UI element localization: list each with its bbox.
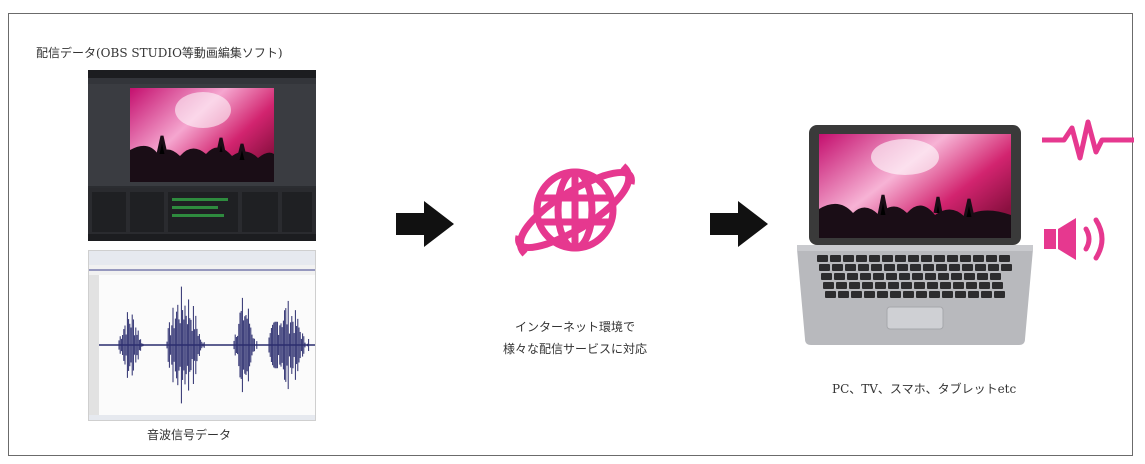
keyboard-key	[897, 264, 908, 271]
keyboard-key	[851, 291, 862, 298]
keyboard-key	[910, 264, 921, 271]
obs-studio-screenshot	[88, 70, 316, 241]
keyboard-key	[912, 273, 923, 280]
network-caption-line2: 様々な配信サービスに対応	[502, 342, 647, 356]
network-caption-line1: インターネット環境で	[514, 320, 635, 334]
keyboard-key	[877, 291, 888, 298]
right-arrow-icon	[396, 201, 454, 247]
keyboard-key	[964, 273, 975, 280]
keyboard-key	[977, 273, 988, 280]
keyboard-key	[843, 255, 854, 262]
globe-icon	[515, 163, 635, 257]
keyboard-key	[858, 264, 869, 271]
keyboard-key	[873, 273, 884, 280]
keyboard-key	[817, 255, 828, 262]
keyboard-key	[929, 291, 940, 298]
keyboard-key	[834, 273, 845, 280]
keyboard-key	[1001, 264, 1012, 271]
keyboard-key	[823, 282, 834, 289]
keyboard-key	[973, 255, 984, 262]
right-arrow-icon	[710, 201, 768, 247]
keyboard-key	[934, 255, 945, 262]
keyboard-key	[966, 282, 977, 289]
keyboard-key	[951, 273, 962, 280]
keyboard-key	[925, 273, 936, 280]
keyboard-key	[825, 291, 836, 298]
keyboard-key	[864, 291, 875, 298]
keyboard-key	[849, 282, 860, 289]
keyboard-keys	[817, 255, 1012, 298]
keyboard-key	[992, 282, 1003, 289]
speaker-icon	[1044, 217, 1105, 261]
keyboard-key	[938, 273, 949, 280]
diagram-frame	[8, 13, 1133, 456]
keyboard-key	[994, 291, 1005, 298]
keyboard-key	[860, 273, 871, 280]
keyboard-key	[886, 273, 897, 280]
keyboard-key	[927, 282, 938, 289]
audio-waveform-screenshot	[88, 250, 316, 421]
devices-label: PC、TV、スマホ、タブレットetc	[832, 382, 1017, 396]
keyboard-key	[986, 255, 997, 262]
keyboard-key	[875, 282, 886, 289]
keyboard-key	[901, 282, 912, 289]
keyboard-key	[869, 255, 880, 262]
keyboard-key	[914, 282, 925, 289]
keyboard-key	[890, 291, 901, 298]
obs-title: 配信データ(OBS STUDIO等動画編集ソフト)	[36, 46, 283, 60]
keyboard-key	[882, 255, 893, 262]
keyboard-key	[953, 282, 964, 289]
keyboard-key	[871, 264, 882, 271]
keyboard-key	[975, 264, 986, 271]
keyboard-key	[845, 264, 856, 271]
keyboard-key	[999, 255, 1010, 262]
keyboard-key	[819, 264, 830, 271]
keyboard-key	[916, 291, 927, 298]
keyboard-key	[903, 291, 914, 298]
keyboard-key	[979, 282, 990, 289]
waveform-illustration	[89, 251, 315, 420]
sound-wave-icon	[1042, 119, 1134, 161]
keyboard-key	[899, 273, 910, 280]
network-caption: インターネット環境で 様々な配信サービスに対応	[485, 316, 665, 360]
keyboard-key	[940, 282, 951, 289]
keyboard-key	[838, 291, 849, 298]
keyboard-key	[836, 282, 847, 289]
keyboard-key	[908, 255, 919, 262]
keyboard-key	[988, 264, 999, 271]
keyboard-key	[888, 282, 899, 289]
keyboard-key	[923, 264, 934, 271]
keyboard-key	[821, 273, 832, 280]
keyboard-key	[949, 264, 960, 271]
keyboard-key	[921, 255, 932, 262]
laptop-icon	[797, 125, 1033, 345]
keyboard-key	[847, 273, 858, 280]
keyboard-key	[830, 255, 841, 262]
audio-label: 音波信号データ	[147, 428, 232, 442]
keyboard-key	[832, 264, 843, 271]
keyboard-key	[942, 291, 953, 298]
obs-window-illustration	[88, 70, 316, 241]
keyboard-key	[895, 255, 906, 262]
keyboard-key	[955, 291, 966, 298]
keyboard-key	[981, 291, 992, 298]
waveform-bursts	[118, 286, 310, 404]
keyboard-key	[968, 291, 979, 298]
keyboard-key	[962, 264, 973, 271]
keyboard-key	[960, 255, 971, 262]
keyboard-key	[990, 273, 1001, 280]
keyboard-key	[856, 255, 867, 262]
keyboard-key	[947, 255, 958, 262]
keyboard-key	[884, 264, 895, 271]
keyboard-key	[862, 282, 873, 289]
keyboard-key	[936, 264, 947, 271]
